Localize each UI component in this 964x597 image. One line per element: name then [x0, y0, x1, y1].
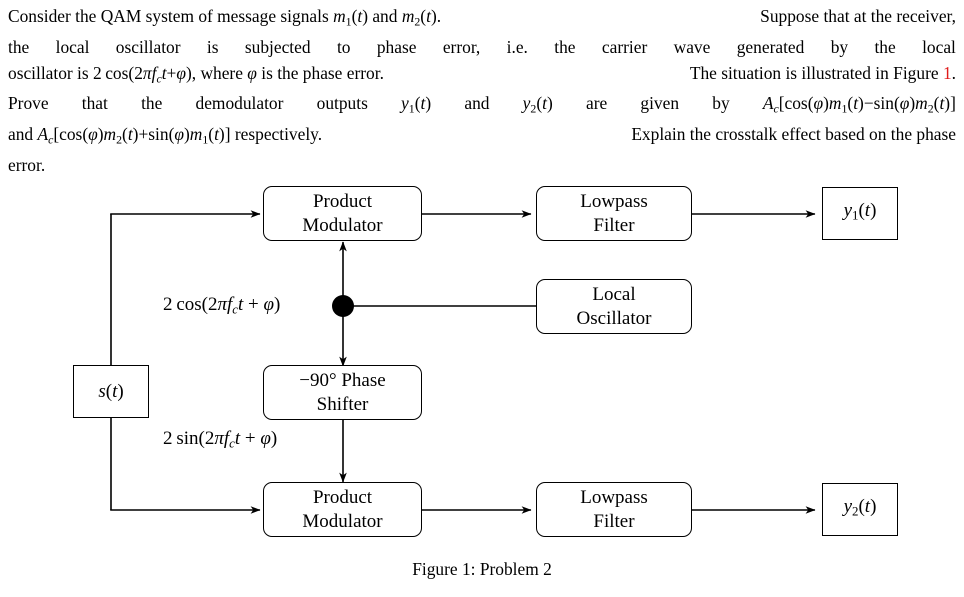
block-lowpass-filter-top[interactable]: Lowpass Filter — [536, 186, 692, 241]
problem-line-5: and Ac[cos(φ)m2(t)+sin(φ)m1(t)] respecti… — [8, 124, 956, 147]
figure-caption: Figure 1: Problem 2 — [412, 559, 552, 579]
block-product-modulator-top-line1: Product — [312, 190, 373, 212]
block-lowpass-filter-bottom[interactable]: Lowpass Filter — [536, 482, 692, 537]
label-carrier-sin: 2 sin(2πfct + φ) — [163, 428, 278, 451]
block-local-oscillator[interactable]: Local Oscillator — [536, 279, 692, 334]
block-product-modulator-bottom-line1: Product — [312, 486, 373, 508]
block-local-oscillator-line2: Oscillator — [576, 307, 652, 329]
block-output-y1-label: y1(t) — [843, 200, 877, 223]
block-output-y2[interactable]: y2(t) — [822, 483, 898, 536]
block-product-modulator-top-line2: Modulator — [302, 214, 383, 236]
diagram-wires — [110, 210, 816, 514]
block-output-y2-label: y2(t) — [843, 496, 877, 519]
block-lowpass-filter-top-line1: Lowpass — [580, 190, 648, 212]
block-source-label: s(t) — [98, 380, 124, 402]
block-local-oscillator-line1: Local — [592, 283, 636, 305]
carrier-split-node-dot — [332, 295, 354, 317]
figure-reference-link[interactable]: 1 — [942, 62, 952, 83]
block-phase-shifter-line1: −90° Phase — [299, 369, 386, 391]
problem-line-1: Consider the QAM system of message signa… — [8, 6, 956, 29]
block-lowpass-filter-top-line2: Filter — [593, 214, 635, 236]
block-product-modulator-bottom[interactable]: Product Modulator — [263, 482, 422, 537]
qam-receiver-block-diagram: s(t) Product Modulator Lowpass Filter y1… — [0, 170, 964, 555]
block-phase-shifter-line2: Shifter — [316, 393, 369, 415]
block-output-y1[interactable]: y1(t) — [822, 187, 898, 240]
block-product-modulator-bottom-line2: Modulator — [302, 510, 383, 532]
problem-statement: Consider the QAM system of message signa… — [8, 4, 956, 179]
block-lowpass-filter-bottom-line1: Lowpass — [580, 486, 648, 508]
block-lowpass-filter-bottom-line2: Filter — [593, 510, 635, 532]
label-carrier-cos: 2 cos(2πfct + φ) — [163, 294, 281, 317]
problem-line-6: error. — [8, 155, 46, 176]
problem-line-3: oscillator is 2 cos(2πfct+φ), where φ is… — [8, 62, 956, 85]
block-product-modulator-top[interactable]: Product Modulator — [263, 186, 422, 241]
block-source[interactable]: s(t) — [73, 365, 149, 418]
block-phase-shifter[interactable]: −90° Phase Shifter — [263, 365, 422, 420]
